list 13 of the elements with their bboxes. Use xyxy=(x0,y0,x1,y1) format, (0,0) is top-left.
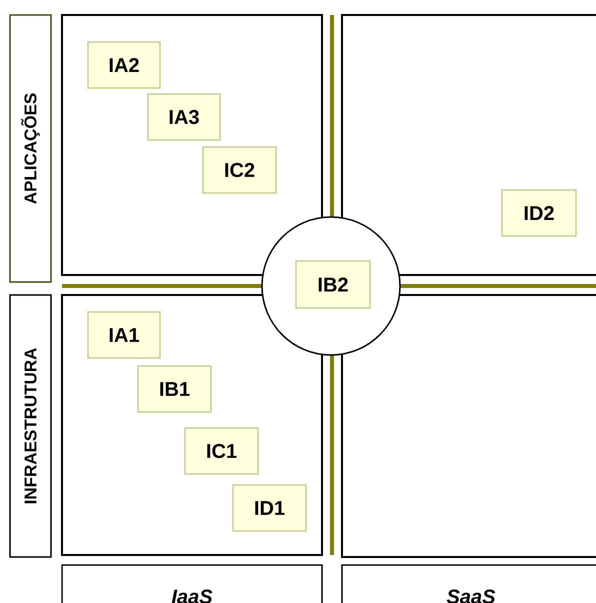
quadrant-box xyxy=(61,294,323,556)
item-box: IC1 xyxy=(184,427,259,475)
row-label: INFRAESTRUTURA xyxy=(9,294,52,558)
item-box: IC2 xyxy=(202,146,277,194)
item-box: IA3 xyxy=(147,93,221,141)
item-box: IB1 xyxy=(137,365,212,413)
item-box: ID2 xyxy=(501,189,577,237)
item-box: IA1 xyxy=(87,311,161,359)
row-label: APLICAÇÕES xyxy=(9,14,52,283)
quadrant-box xyxy=(61,14,323,276)
item-box: ID1 xyxy=(232,484,307,532)
item-box: IB2 xyxy=(295,260,371,309)
item-box: IA2 xyxy=(87,41,161,89)
